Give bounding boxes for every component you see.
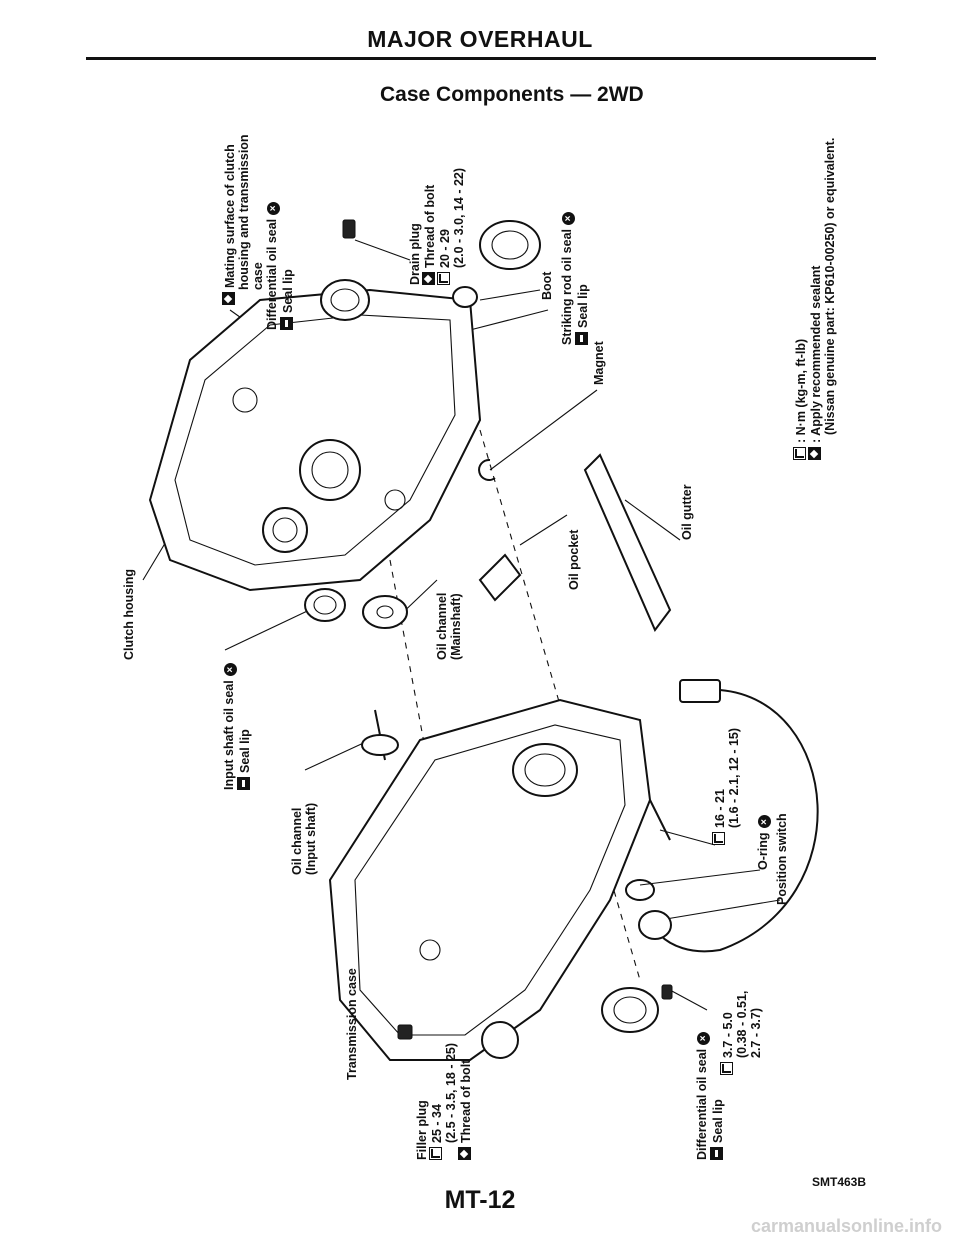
diff-oil-seal-bottom-drawing [601, 987, 659, 1033]
sealant-icon [458, 1147, 471, 1160]
striking-rod-seal-and-boot-drawing [452, 220, 541, 308]
torque-wrench-icon [429, 1147, 442, 1160]
label-mating-surface: Mating surface of clutch housing and tra… [222, 134, 265, 305]
circled-x-replace-icon: × [758, 815, 771, 829]
label-bolt-torque: 16 - 21 (1.6 - 2.1, 12 - 15) [712, 728, 741, 845]
position-switch-drawing [638, 679, 819, 953]
label-oil-gutter: Oil gutter [680, 484, 694, 540]
label-transmission-case: Transmission case [345, 968, 359, 1080]
legend-torque-units: : N·m (kg-m, ft-lb) [794, 338, 808, 443]
circled-x-replace-icon: × [562, 212, 575, 225]
circled-x-replace-icon: × [267, 201, 280, 215]
grease-icon [710, 1147, 723, 1160]
header-rule [86, 57, 876, 60]
label-drain-plug: Drain plug Thread of bolt 20 - 29 (2.0 -… [408, 167, 466, 285]
legend-sealant-line1: : Apply recommended sealant [809, 265, 823, 443]
diff-oil-seal-top-drawing [320, 279, 370, 321]
oil-gutter-drawing [583, 453, 672, 632]
torque-wrench-icon [720, 1062, 733, 1075]
input-shaft-seal-drawing [304, 588, 346, 622]
grease-icon [575, 332, 588, 345]
legend-block: : N·m (kg-m, ft-lb) : Apply recommended … [793, 138, 837, 460]
oil-channel-input-drawing [361, 709, 399, 761]
figure-id: SMT463B [812, 1175, 867, 1189]
label-clutch-housing: Clutch housing [122, 569, 136, 660]
label-switch-torque: 3.7 - 5.0 (0.38 - 0.51, 2.7 - 3.7) [720, 991, 763, 1075]
diagram-subtitle: Case Components — 2WD [380, 83, 644, 106]
label-diff-oil-seal-top: Differential oil seal× Seal lip [265, 201, 295, 330]
label-oil-pocket: Oil pocket [567, 529, 581, 590]
circled-x-replace-icon: × [224, 663, 237, 677]
sealant-icon [422, 272, 435, 285]
sealant-icon [222, 292, 235, 305]
o-ring-drawing [625, 879, 655, 901]
oil-pocket-drawing [478, 553, 522, 602]
label-position-switch: Position switch [775, 813, 789, 905]
grease-icon [237, 777, 250, 790]
magnet-drawing [478, 458, 496, 481]
sealant-icon [808, 447, 821, 460]
label-striking-rod-oil-seal: Striking rod oil seal× Seal lip [560, 212, 590, 345]
oil-channel-mainshaft-drawing [362, 595, 408, 629]
transmission-case-drawing [328, 698, 652, 1061]
label-boot: Boot [540, 271, 554, 300]
page-number: MT-12 [444, 1186, 516, 1214]
filler-plug-drawing [397, 1024, 413, 1040]
torque-wrench-icon [793, 447, 806, 460]
label-oil-channel-mainshaft: Oil channel (Mainshaft) [435, 592, 463, 660]
label-magnet: Magnet [592, 341, 606, 385]
drain-plug-drawing [342, 219, 356, 239]
label-input-shaft-oil-seal: Input shaft oil seal× Seal lip [222, 663, 252, 790]
torque-wrench-icon [712, 832, 725, 845]
label-o-ring: O-ring× [756, 815, 771, 870]
page-header-title: MAJOR OVERHAUL [367, 26, 593, 52]
bolt-drawing [649, 799, 673, 1000]
label-filler-plug: Filler plug 25 - 34 (2.5 - 3.5, 18 - 25)… [415, 1042, 473, 1160]
grease-icon [280, 317, 293, 330]
torque-wrench-icon [437, 272, 450, 285]
watermark: carmanualsonline.info [750, 1216, 942, 1236]
circled-x-replace-icon: × [697, 1031, 710, 1045]
legend-sealant-line2: (Nissan genuine part: KP610-00250) or eq… [823, 137, 837, 435]
label-oil-channel-input-shaft: Oil channel (Input shaft) [290, 802, 318, 875]
clutch-housing-drawing [148, 288, 482, 592]
